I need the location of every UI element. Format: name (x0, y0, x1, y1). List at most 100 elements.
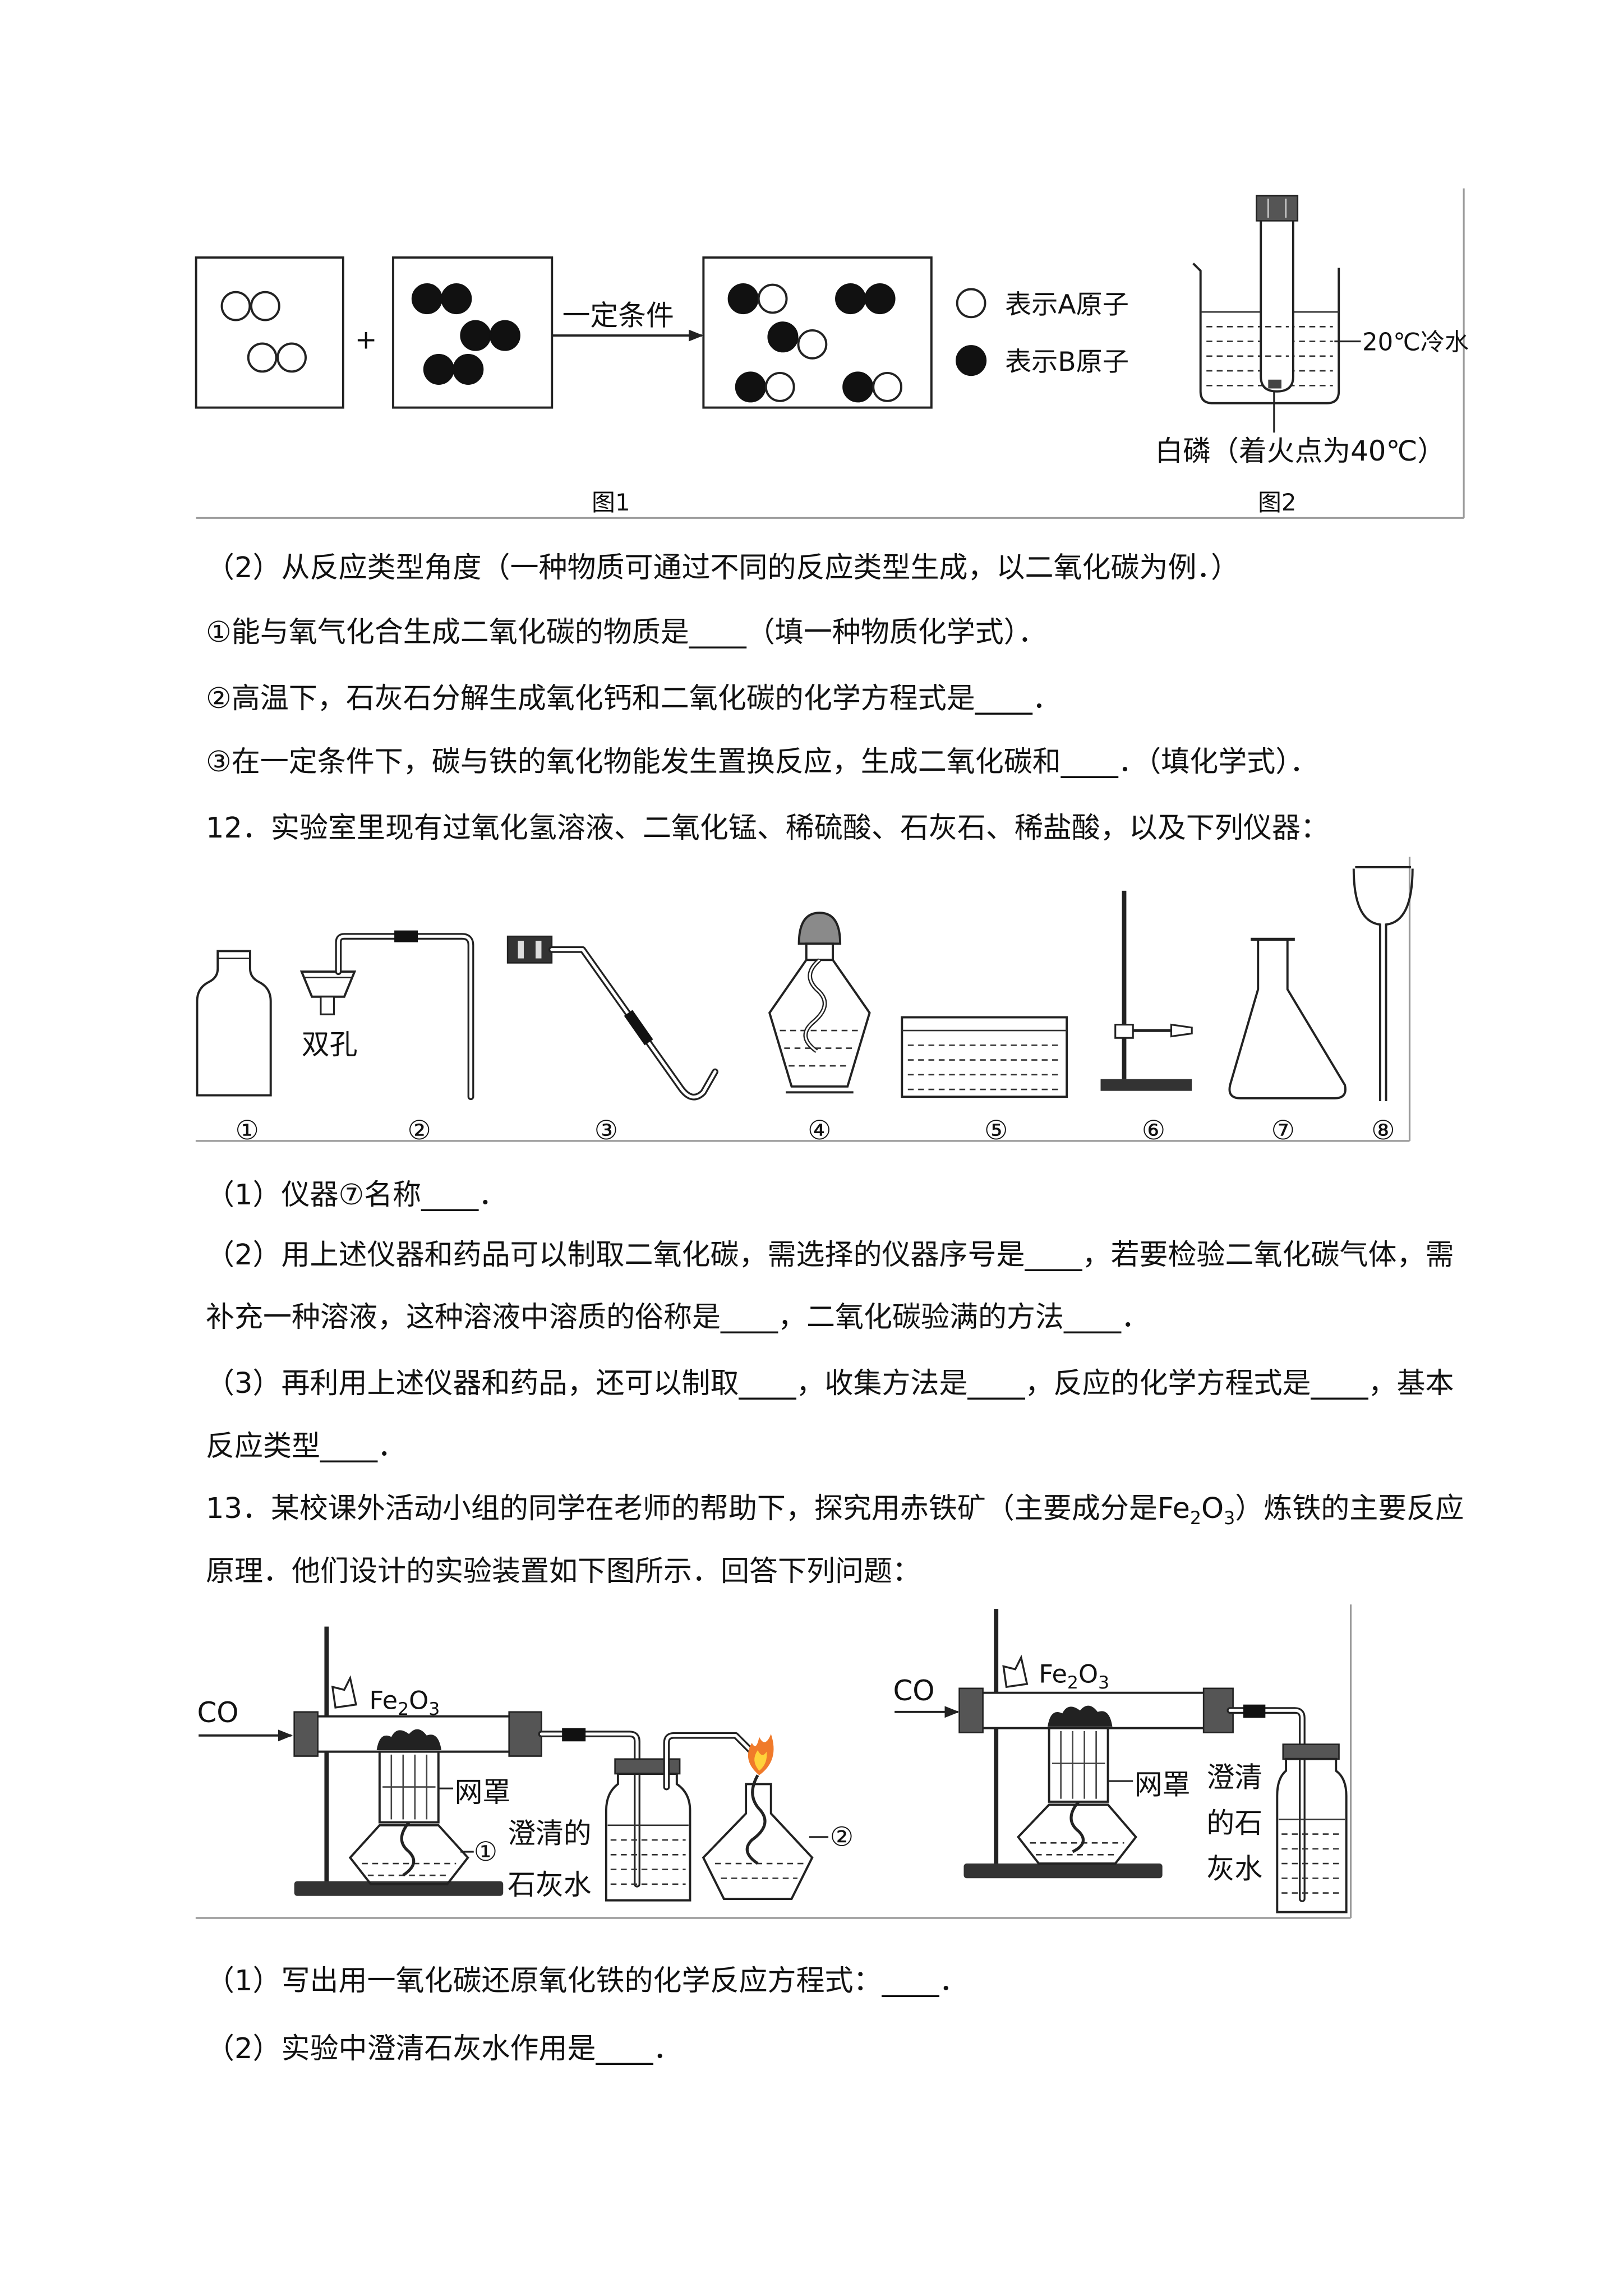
legend-a-text: 表示A原子 (1005, 289, 1129, 320)
legend-b-text: 表示B原子 (1005, 347, 1129, 378)
b-atom (423, 353, 454, 385)
limewater-bottle-left (605, 1758, 691, 1902)
plus-sign: + (355, 325, 377, 356)
label-5: ⑤ (984, 1115, 1008, 1146)
figure-1-and-2: + 一定条件 表示A原子 表示B原子 (195, 188, 1469, 519)
alcohol-lamp-2 (702, 1774, 814, 1900)
fe2o3-pile (376, 1729, 442, 1751)
q13-stem-line-1: 13．某校课外活动小组的同学在老师的帮助下，探究用赤铁矿（主要成分是Fe2O3）… (206, 1492, 1464, 1536)
b-atom (842, 371, 874, 403)
two-hole-label: 双孔 (302, 1028, 358, 1061)
q13-stem-before: 13．某校课外活动小组的同学在老师的帮助下，探究用赤铁矿（主要成分是 (206, 1492, 1158, 1525)
q12-part-3-line-2: 反应类型____． (206, 1430, 407, 1463)
instrument-number-labels: ① ② ③ ④ ⑤ ⑥ ⑦ ⑧ (236, 1115, 1395, 1146)
label-2: ② (408, 1115, 431, 1146)
legend-b-atom (956, 345, 987, 376)
q12-part-2-line-2: 补充一种溶液，这种溶液中溶质的俗称是____，二氧化碳验满的方法____． (206, 1301, 1150, 1334)
instrument-8-long-neck-funnel (1352, 866, 1414, 1102)
b-atom (453, 353, 484, 385)
clamp-screw (331, 1675, 357, 1709)
stand-base (294, 1881, 504, 1896)
fe2o3-pile (1048, 1705, 1113, 1727)
q13-part-2: （2）实验中澄清石灰水作用是____． (206, 2032, 682, 2065)
q12-stem: 12．实验室里现有过氧化氢溶液、二氧化锰、稀硫酸、石灰石、稀盐酸，以及下列仪器： (206, 812, 1329, 845)
a-atom (764, 372, 795, 402)
test-tube (1260, 220, 1294, 393)
q13-part-1: （1）写出用一氧化碳还原氧化铁的化学反应方程式：____． (206, 1964, 968, 1998)
beaker (1192, 263, 1340, 404)
q13-stem-line-2: 原理．他们设计的实验装置如下图所示．回答下列问题： (206, 1555, 921, 1588)
b-atom (735, 371, 766, 403)
q11-item-1: ①能与氧气化合生成二氧化碳的物质是____（填一种物质化学式）． (206, 616, 1047, 649)
b-atom (864, 283, 896, 315)
rubber-connector (1243, 1704, 1266, 1718)
co-inlet-label: CO (893, 1674, 935, 1707)
b-atom (767, 321, 799, 353)
a-atom (797, 329, 828, 360)
fe2o3-label: Fe2O3 (1039, 1659, 1109, 1692)
label-8: ⑧ (1371, 1115, 1395, 1146)
limewater-bottle-right (1276, 1743, 1348, 1913)
rubber-connector (562, 1728, 586, 1742)
b-atom (441, 283, 472, 315)
formula-sub-2: 2 (1189, 1508, 1201, 1529)
wire-mesh-cover (1048, 1727, 1109, 1803)
label-1: ① (236, 1115, 259, 1146)
formula-o: O (1201, 1492, 1224, 1525)
legend-a-atom (956, 288, 986, 319)
b-atom (489, 320, 520, 351)
right-apparatus: CO Fe2O3 网罩 (893, 1609, 1348, 1913)
phosphorus-label: 白磷（着火点为40℃） (1155, 435, 1445, 467)
stopper-left (293, 1711, 319, 1757)
limewater-label-line-2: 石灰水 (508, 1869, 592, 1901)
reaction-condition: 一定条件 (562, 300, 674, 332)
white-phosphorus (1268, 379, 1281, 389)
limewater-label-line-1: 澄清的 (508, 1817, 592, 1849)
q11-item-3: ③在一定条件下，碳与铁的氧化物能发生置换反应，生成二氧化碳和____．（填化学式… (206, 746, 1318, 779)
reactant-a-box (195, 256, 344, 409)
alcohol-lamp-1 (348, 1821, 469, 1885)
instrument-3-bent-tube (506, 935, 718, 1101)
a-atom (872, 372, 903, 402)
a-atom (250, 291, 280, 321)
instrument-1-bottle (196, 950, 272, 1097)
a-atom (247, 342, 278, 373)
stopper-left (958, 1687, 984, 1733)
product-box (702, 256, 933, 409)
limewater-label-line-1: 澄清 (1206, 1761, 1262, 1794)
wick (803, 958, 827, 1053)
wire-mesh-cover (378, 1750, 440, 1824)
lamp-1-label: ① (474, 1837, 497, 1867)
figure-1-caption: 图1 (592, 489, 630, 516)
q12-part-2-line-1: （2）用上述仪器和药品可以制取二氧化碳，需选择的仪器序号是____，若要检验二氧… (206, 1239, 1454, 1272)
formula-sub-3: 3 (1224, 1508, 1235, 1529)
reactant-b-box (392, 256, 554, 409)
test-tube-stopper (1256, 195, 1299, 222)
figure-2-caption: 图2 (1258, 489, 1297, 516)
label-3: ③ (594, 1115, 618, 1146)
a-atom (757, 283, 788, 314)
formula-fe: Fe (1157, 1492, 1190, 1525)
stopper-right (508, 1711, 542, 1757)
q11-part2-stem: （2）从反应类型角度（一种物质可通过不同的反应类型生成，以二氧化碳为例．） (206, 551, 1239, 585)
b-atom (727, 283, 759, 315)
rubber-connector (624, 1010, 653, 1046)
label-6: ⑥ (1142, 1115, 1165, 1146)
label-4: ④ (808, 1115, 831, 1146)
q12-part-1: （1）仪器⑦名称____． (206, 1179, 508, 1212)
q11-item-2: ②高温下，石灰石分解生成氧化钙和二氧化碳的化学方程式是____． (206, 682, 1061, 715)
a-atom (276, 342, 307, 373)
mesh-label: 网罩 (1135, 1769, 1191, 1801)
instrument-6-iron-stand (1100, 890, 1193, 1091)
q12-part-3-line-1: （3）再利用上述仪器和药品，还可以制取____，收集方法是____，反应的化学方… (206, 1367, 1454, 1400)
instrument-4-alcohol-lamp (768, 912, 871, 1094)
q13-stem-after: ）炼铁的主要反应 (1235, 1492, 1464, 1525)
limewater-label-line-3: 灰水 (1206, 1852, 1262, 1885)
instrument-5-water-trough (901, 1016, 1068, 1098)
fe2o3-label: Fe2O3 (369, 1686, 440, 1719)
label-7: ⑦ (1271, 1115, 1295, 1146)
instrument-2-double-hole-stopper: 双孔 (299, 930, 474, 1101)
a-atom (220, 291, 251, 321)
left-apparatus: CO Fe2O3 网罩 ① 澄清的 石灰水 (197, 1626, 854, 1902)
mesh-label: 网罩 (455, 1776, 511, 1809)
